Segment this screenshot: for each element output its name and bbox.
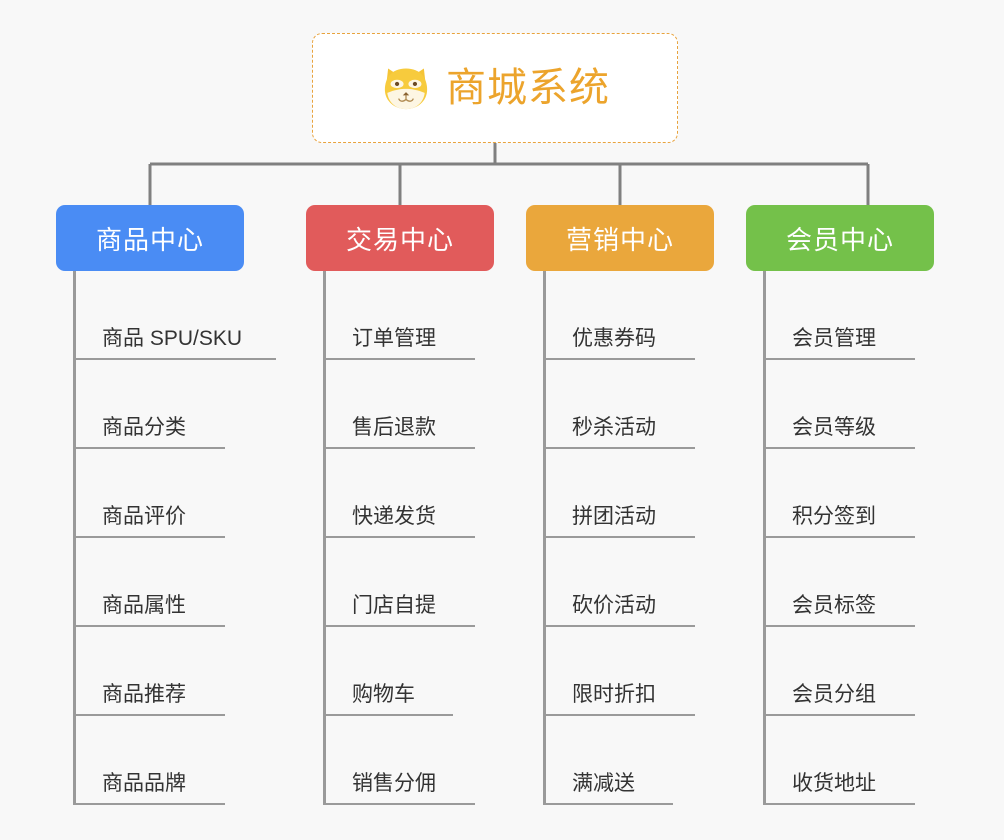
leaf-item-label: 商品推荐 (102, 683, 186, 706)
leaf-item-label: 售后退款 (352, 416, 436, 439)
leaf-underline (763, 803, 915, 805)
leaf-item-label: 购物车 (352, 683, 415, 706)
leaf-underline (73, 625, 225, 627)
leaf-item[interactable]: 商品属性 (56, 538, 244, 627)
leaf-underline (543, 447, 695, 449)
leaf-item-label: 限时折扣 (572, 683, 656, 706)
leaf-item-label: 快递发货 (352, 505, 436, 528)
branch-spine (323, 271, 326, 805)
leaf-underline (73, 803, 225, 805)
leaf-item-label: 会员管理 (792, 327, 876, 350)
leaf-item[interactable]: 商品 SPU/SKU (56, 271, 276, 360)
leaf-item-label: 会员分组 (792, 683, 876, 706)
leaf-underline (323, 803, 475, 805)
leaf-item[interactable]: 限时折扣 (526, 627, 714, 716)
leaf-item-label: 秒杀活动 (572, 416, 656, 439)
leaf-underline (763, 714, 915, 716)
leaf-underline (323, 625, 475, 627)
leaf-item-label: 商品 SPU/SKU (102, 327, 243, 350)
leaf-underline (543, 714, 695, 716)
leaf-item[interactable]: 快递发货 (306, 449, 494, 538)
leaf-list-trade-center: 订单管理售后退款快递发货门店自提购物车销售分佣 (306, 271, 494, 805)
leaf-underline (543, 625, 695, 627)
column-marketing-center: 营销中心优惠券码秒杀活动拼团活动砍价活动限时折扣满减送 (526, 205, 714, 805)
leaf-item[interactable]: 会员管理 (746, 271, 934, 360)
leaf-item-label: 商品分类 (102, 416, 186, 439)
leaf-underline (323, 358, 475, 360)
leaf-underline (763, 447, 915, 449)
leaf-list-marketing-center: 优惠券码秒杀活动拼团活动砍价活动限时折扣满减送 (526, 271, 714, 805)
branch-spine (543, 271, 546, 805)
leaf-item[interactable]: 商品评价 (56, 449, 244, 538)
leaf-item[interactable]: 商品推荐 (56, 627, 244, 716)
branch-spine (763, 271, 766, 805)
leaf-item-label: 砍价活动 (572, 594, 656, 617)
branch-spine (73, 271, 76, 805)
leaf-item-label: 商品品牌 (102, 772, 186, 795)
leaf-item-label: 满减送 (572, 772, 635, 795)
category-box-marketing-center[interactable]: 营销中心 (526, 205, 714, 271)
leaf-item-label: 会员等级 (792, 416, 876, 439)
category-box-member-center[interactable]: 会员中心 (746, 205, 934, 271)
leaf-underline (543, 358, 695, 360)
leaf-item[interactable]: 商品品牌 (56, 716, 244, 805)
leaf-item[interactable]: 砍价活动 (526, 538, 714, 627)
category-label: 商品中心 (95, 224, 204, 255)
leaf-item-label: 商品属性 (102, 594, 186, 617)
leaf-item[interactable]: 优惠券码 (526, 271, 714, 360)
leaf-item-label: 销售分佣 (352, 772, 436, 795)
column-trade-center: 交易中心订单管理售后退款快递发货门店自提购物车销售分佣 (306, 205, 494, 805)
leaf-list-product-center: 商品 SPU/SKU 商品分类商品评价商品属性商品推荐商品品牌 (56, 271, 276, 805)
leaf-item-label: 订单管理 (352, 327, 436, 350)
leaf-underline (323, 714, 453, 716)
leaf-item[interactable]: 满减送 (526, 716, 714, 805)
column-member-center: 会员中心会员管理会员等级积分签到会员标签会员分组收货地址 (746, 205, 934, 805)
category-box-trade-center[interactable]: 交易中心 (306, 205, 494, 271)
leaf-item[interactable]: 会员标签 (746, 538, 934, 627)
leaf-underline (323, 447, 475, 449)
leaf-item-label: 收货地址 (792, 772, 876, 795)
leaf-item-label: 拼团活动 (572, 505, 656, 528)
leaf-underline (73, 358, 276, 360)
leaf-item[interactable]: 积分签到 (746, 449, 934, 538)
leaf-underline (763, 625, 915, 627)
leaf-item[interactable]: 购物车 (306, 627, 494, 716)
root-title: 商城系统 (446, 66, 610, 110)
leaf-underline (73, 447, 225, 449)
leaf-underline (543, 536, 695, 538)
shiba-dog-face-icon (380, 62, 432, 114)
leaf-underline (73, 536, 225, 538)
leaf-item-label: 优惠券码 (572, 327, 656, 350)
leaf-item[interactable]: 会员分组 (746, 627, 934, 716)
category-label: 营销中心 (565, 224, 674, 255)
leaf-underline (763, 536, 915, 538)
leaf-item[interactable]: 商品分类 (56, 360, 244, 449)
leaf-list-member-center: 会员管理会员等级积分签到会员标签会员分组收货地址 (746, 271, 934, 805)
category-label: 交易中心 (345, 224, 454, 255)
leaf-item-label: 积分签到 (792, 505, 876, 528)
leaf-underline (763, 358, 915, 360)
leaf-underline (323, 536, 475, 538)
leaf-item[interactable]: 订单管理 (306, 271, 494, 360)
leaf-underline (543, 803, 673, 805)
leaf-item[interactable]: 售后退款 (306, 360, 494, 449)
leaf-item-label: 会员标签 (792, 594, 876, 617)
leaf-item[interactable]: 收货地址 (746, 716, 934, 805)
leaf-underline (73, 714, 225, 716)
leaf-item[interactable]: 会员等级 (746, 360, 934, 449)
column-product-center: 商品中心商品 SPU/SKU 商品分类商品评价商品属性商品推荐商品品牌 (56, 205, 276, 805)
category-label: 会员中心 (785, 224, 894, 255)
leaf-item[interactable]: 拼团活动 (526, 449, 714, 538)
category-box-product-center[interactable]: 商品中心 (56, 205, 244, 271)
root-node[interactable]: 商城系统 (312, 33, 678, 143)
leaf-item[interactable]: 秒杀活动 (526, 360, 714, 449)
leaf-item-label: 门店自提 (352, 594, 436, 617)
leaf-item[interactable]: 销售分佣 (306, 716, 494, 805)
leaf-item-label: 商品评价 (102, 505, 186, 528)
leaf-item[interactable]: 门店自提 (306, 538, 494, 627)
